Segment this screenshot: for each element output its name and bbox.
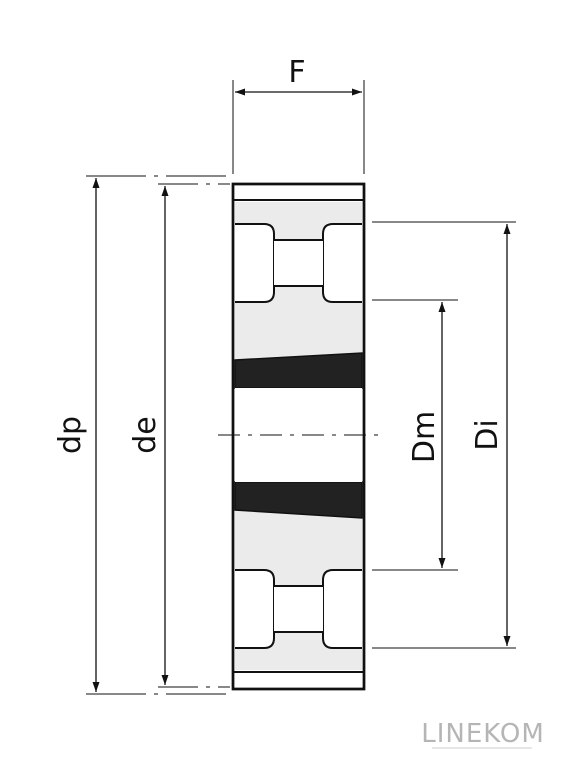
label-Dm: Dm (407, 411, 442, 463)
dimension-lines (92, 88, 511, 692)
extension-lines (86, 80, 516, 695)
label-de: de (128, 416, 163, 454)
logo-text: LINEKOM (421, 719, 545, 749)
lower-lightening-hole (235, 569, 362, 649)
pulley-body (231, 182, 366, 691)
label-Di: Di (470, 419, 505, 450)
label-F: F (288, 55, 305, 90)
label-dp: dp (53, 416, 88, 454)
linekom-logo: LINEKOM (421, 719, 545, 749)
upper-bore-taper (234, 352, 363, 389)
center-bore (235, 388, 362, 482)
upper-lightening-hole (235, 223, 362, 303)
